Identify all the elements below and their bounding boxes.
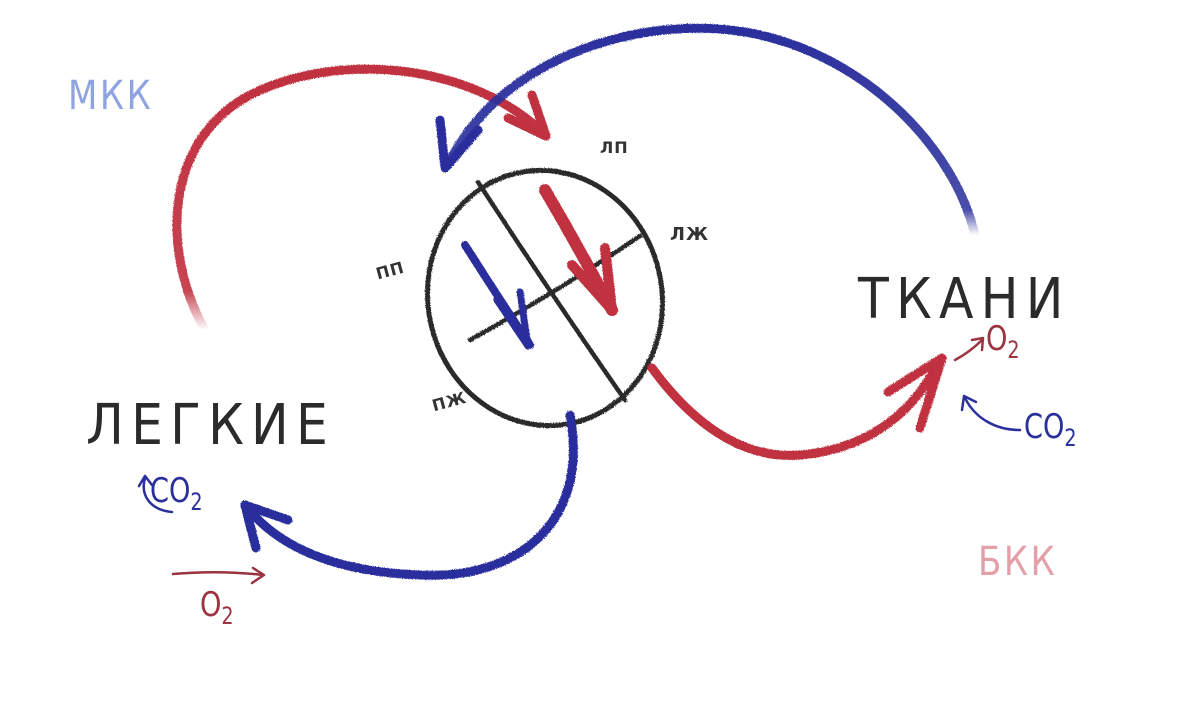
chamber-arrows [461, 184, 618, 350]
lungs-o2-text: O2 [200, 585, 234, 630]
aorta-arc [647, 355, 945, 460]
pulmonary-vein-arc [172, 64, 545, 335]
arterial-inner-arrowhead [567, 243, 617, 315]
lungs-co2-text: CO2 [150, 471, 203, 516]
lungs-label: ЛЕГКИЕ [86, 398, 335, 454]
lungs-o2-label: O2 [200, 588, 234, 628]
pulmonary-vein-path [172, 64, 551, 335]
lungs-co2-label: CO2 [150, 474, 203, 514]
pulmonary-vein-arrowhead [503, 90, 551, 141]
vena-cava-arc [443, 23, 980, 240]
chamber-lzh-text: ЛЖ [670, 224, 709, 245]
heart-septum-horizontal [467, 233, 643, 343]
chamber-lp: ЛП [600, 140, 629, 156]
lungs-o2-arrow [171, 570, 265, 577]
gas-arrows [137, 336, 1022, 585]
heart-septum-vertical [475, 179, 628, 403]
venous-inner-arrowhead [493, 288, 532, 350]
tissues-co2-arrow [963, 396, 1022, 432]
tissues-text: ТКАНИ [858, 267, 1071, 332]
mkk-label: МКК [68, 76, 153, 116]
tissues-o2-text: O2 [986, 319, 1020, 364]
vena-cava-arrowhead [435, 115, 483, 173]
bkk-label: БКК [978, 542, 1057, 582]
tissues-co2-text: CO2 [1024, 407, 1077, 452]
vena-cava-path [435, 23, 980, 240]
tissues-co2-label: CO2 [1024, 410, 1077, 450]
lungs-text: ЛЕГКИЕ [86, 393, 336, 458]
tissues-label: ТКАНИ [858, 272, 1071, 328]
pulmonary-artery-arc [240, 410, 578, 580]
tissues-o2-label: O2 [986, 322, 1020, 362]
chamber-lp-text: ЛП [600, 138, 629, 157]
tissues-o2-arrowhead [970, 336, 985, 352]
aorta-path [647, 353, 947, 460]
lungs-o2-arrowhead [250, 566, 266, 585]
pulmonary-artery-path [240, 410, 578, 580]
tissues-co2-arrowhead [960, 394, 978, 412]
mkk-text: МКК [68, 73, 154, 119]
bkk-text: БКК [978, 539, 1058, 585]
lungs-co2-arrow [142, 476, 174, 514]
chamber-lzh: ЛЖ [670, 226, 709, 244]
tissues-o2-arrow [953, 338, 984, 362]
pulmonary-artery-arrowhead [240, 500, 293, 553]
aorta-arrowhead [883, 353, 947, 433]
lungs-co2-arrowhead [137, 474, 154, 488]
